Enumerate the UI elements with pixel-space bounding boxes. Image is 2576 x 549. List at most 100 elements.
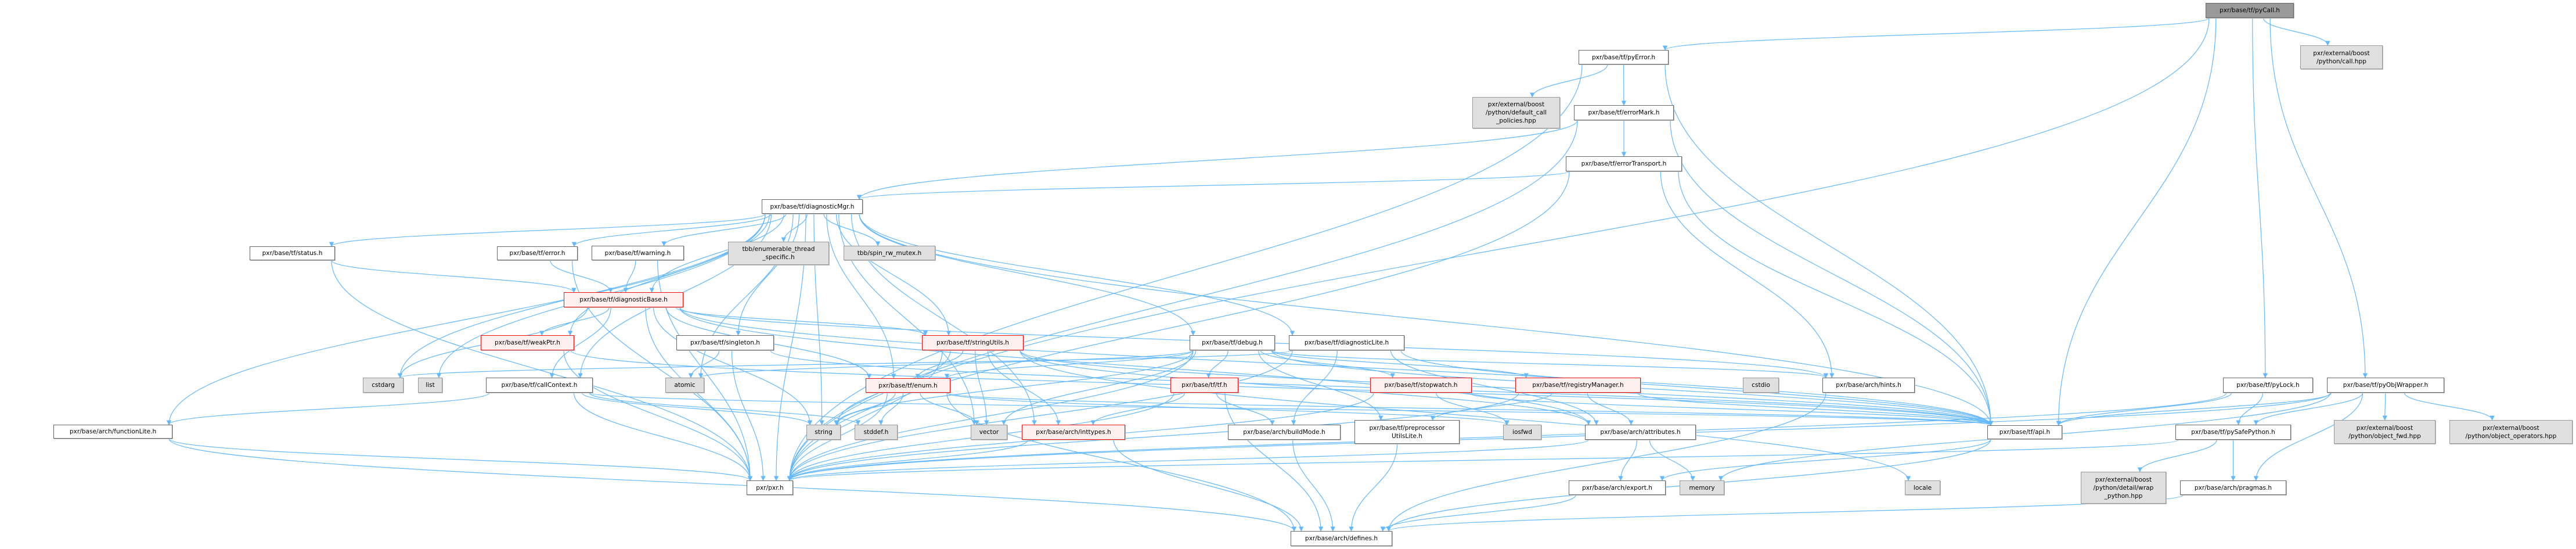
node-enum-h[interactable]: pxr/base/tf/enum.h — [866, 378, 950, 393]
node-stddef-h[interactable]: stddef.h — [855, 425, 898, 440]
node-label: pxr/base/tf/registryManager.h — [1532, 382, 1624, 389]
node-wrap-python-hpp[interactable]: pxr/external/boost /python/detail/wrap _… — [2081, 472, 2166, 504]
node-singleton-h[interactable]: pxr/base/tf/singleton.h — [676, 335, 774, 350]
node-errortransport-h[interactable]: pxr/base/tf/errorTransport.h — [1566, 156, 1682, 171]
node-call-hpp[interactable]: pxr/external/boost /python/call.hpp — [2300, 45, 2383, 69]
node-inttypes-h[interactable]: pxr/base/arch/inttypes.h — [1022, 425, 1125, 440]
edge-singleton-to-pxr — [731, 350, 766, 481]
node-label: iosfwd — [1512, 429, 1532, 436]
edge-pyLock-to-api — [2056, 392, 2232, 426]
edge-weakPtr-to-pxr — [563, 350, 753, 481]
node-diagnosticbase-h[interactable]: pxr/base/tf/diagnosticBase.h — [564, 292, 683, 307]
node-diagnosticlite-h[interactable]: pxr/base/tf/diagnosticLite.h — [1289, 335, 1404, 350]
node-object-operators-hpp[interactable]: pxr/external/boost /python/object_operat… — [2449, 420, 2573, 444]
edge-diagnosticMgr-to-atomic — [698, 213, 794, 378]
node-iosfwd[interactable]: iosfwd — [1503, 425, 1541, 440]
node-label: pxr/base/tf/diagnosticLite.h — [1304, 339, 1389, 346]
node-label: pxr/base/tf/pyLock.h — [2236, 382, 2300, 389]
node-errormark-h[interactable]: pxr/base/tf/errorMark.h — [1574, 105, 1674, 120]
node-warning-h[interactable]: pxr/base/tf/warning.h — [592, 246, 684, 260]
edge-stopwatch-to-api — [1468, 392, 1993, 426]
edge-callContext-to-stddef — [589, 392, 861, 425]
node-label: pxr/base/tf/pySafePython.h — [2191, 429, 2275, 436]
node-pyobjwrapper-h[interactable]: pxr/base/tf/pyObjWrapper.h — [2327, 378, 2444, 393]
edge-errorTransport-to-hints — [1660, 171, 1835, 378]
node-enumerable-thread-specific-h[interactable]: tbb/enumerable_thread _specific.h — [728, 242, 829, 265]
node-label: pxr/base/tf/error.h — [509, 250, 565, 257]
edge-stringUtils-to-attributes — [1019, 350, 1591, 425]
node-spin-rw-mutex-h[interactable]: tbb/spin_rw_mutex.h — [844, 246, 935, 260]
edge-debug-to-registryManager — [1271, 350, 1529, 378]
node-pycall-h[interactable]: pxr/base/tf/pyCall.h — [2206, 3, 2294, 18]
node-buildmode-h[interactable]: pxr/base/arch/buildMode.h — [1228, 425, 1341, 440]
node-defines-h[interactable]: pxr/base/arch/defines.h — [1291, 531, 1392, 546]
edge-pyObjWrapper-to-pxr — [787, 392, 2331, 481]
node-vector[interactable]: vector — [971, 425, 1007, 440]
node-pyerror-h[interactable]: pxr/base/tf/pyError.h — [1579, 50, 1669, 64]
node-label: pxr/base/arch/defines.h — [1305, 535, 1378, 542]
edge-debug-to-hints — [1271, 350, 1828, 378]
edge-inttypes-to-pxr — [787, 439, 1029, 481]
edge-api-to-export — [1659, 439, 1991, 481]
node-registrymanager-h[interactable]: pxr/base/tf/registryManager.h — [1515, 378, 1641, 393]
node-cstdarg[interactable]: cstdarg — [363, 378, 403, 393]
edge-diagnosticLite-to-api — [1400, 350, 1994, 426]
node-debug-h[interactable]: pxr/base/tf/debug.h — [1190, 335, 1275, 350]
edge-registryManager-to-preprocessorUtilsLite — [1430, 392, 1553, 421]
edge-pyCall-to-callHpp — [2263, 17, 2330, 46]
node-pysafepython-h[interactable]: pxr/base/tf/pySafePython.h — [2175, 425, 2291, 440]
node-atomic[interactable]: atomic — [665, 378, 704, 393]
node-label: pxr/base/tf/stringUtils.h — [936, 339, 1009, 346]
edge-attributes-to-export — [1618, 439, 1638, 481]
node-export-h[interactable]: pxr/base/arch/export.h — [1569, 480, 1666, 495]
node-label: pxr/base/tf/warning.h — [604, 249, 671, 257]
node-list[interactable]: list — [418, 378, 442, 393]
node-label: pxr/base/tf/debug.h — [1202, 339, 1263, 346]
node-label: pxr/base/tf/pyCall.h — [2219, 7, 2280, 14]
node-pxr-h[interactable]: pxr/pxr.h — [747, 480, 793, 495]
edge-registryManager-to-api — [1637, 392, 1994, 426]
node-attributes-h[interactable]: pxr/base/arch/attributes.h — [1585, 425, 1696, 440]
edge-functionLite-to-pxr — [168, 438, 752, 481]
edge-debug-to-preprocessorUtilsLite — [1258, 350, 1384, 421]
node-label: tbb/spin_rw_mutex.h — [857, 249, 922, 257]
node-label: tbb/enumerable_thread _specific.h — [742, 246, 815, 261]
node-object-fwd-hpp[interactable]: pxr/external/boost /python/object_fwd.hp… — [2334, 420, 2436, 444]
node-functionlite-h[interactable]: pxr/base/arch/functionLite.h — [53, 425, 172, 439]
node-preprocessorutilslite-h[interactable]: pxr/base/tf/preprocessor UtilsLite.h — [1354, 420, 1460, 444]
node-label: pxr/base/tf/diagnosticBase.h — [579, 296, 668, 303]
node-tf-h[interactable]: pxr/base/tf/tf.h — [1170, 378, 1238, 393]
node-label: pxr/base/tf/tf.h — [1181, 382, 1227, 389]
edge-tf-to-buildMode — [1216, 392, 1275, 425]
node-locale[interactable]: locale — [1905, 480, 1940, 495]
node-label: atomic — [674, 382, 696, 389]
edge-enum-to-string — [834, 392, 896, 425]
node-label: pxr/base/tf/errorTransport.h — [1581, 160, 1667, 167]
edge-errorMark-to-diagnosticMgr — [856, 120, 1578, 200]
node-label: pxr/external/boost /python/call.hpp — [2313, 49, 2370, 65]
node-pragmas-h[interactable]: pxr/base/arch/pragmas.h — [2180, 480, 2286, 495]
node-diagnosticmgr-h[interactable]: pxr/base/tf/diagnosticMgr.h — [762, 199, 863, 214]
node-default-call-policies-hpp[interactable]: pxr/external/boost /python/default_call … — [1472, 97, 1560, 128]
node-stopwatch-h[interactable]: pxr/base/tf/stopwatch.h — [1370, 378, 1472, 393]
edge-pySafePython-to-wrapPython — [2137, 439, 2217, 472]
node-cstdio[interactable]: cstdio — [1743, 378, 1779, 393]
node-hints-h[interactable]: pxr/base/arch/hints.h — [1822, 378, 1915, 393]
edge-debug-to-atomic — [698, 350, 1194, 378]
node-label: string — [815, 429, 833, 436]
node-memory[interactable]: memory — [1680, 480, 1724, 495]
node-status-h[interactable]: pxr/base/tf/status.h — [250, 246, 335, 260]
node-string[interactable]: string — [806, 425, 841, 440]
node-api-h[interactable]: pxr/base/tf/api.h — [1987, 425, 2062, 439]
node-weakptr-h[interactable]: pxr/base/tf/weakPtr.h — [481, 335, 574, 350]
node-stringutils-h[interactable]: pxr/base/tf/stringUtils.h — [922, 335, 1024, 350]
node-label: cstdarg — [372, 382, 395, 389]
node-callcontext-h[interactable]: pxr/base/tf/callContext.h — [486, 378, 593, 393]
edge-enum-to-api — [946, 392, 1993, 426]
edge-pyLock-to-pySafePython — [2236, 392, 2264, 425]
edge-pyCall-to-pyError — [1663, 17, 2210, 51]
node-error-h[interactable]: pxr/base/tf/error.h — [497, 246, 578, 260]
edge-callContext-to-pxr — [573, 392, 753, 481]
node-pylock-h[interactable]: pxr/base/tf/pyLock.h — [2223, 378, 2313, 393]
